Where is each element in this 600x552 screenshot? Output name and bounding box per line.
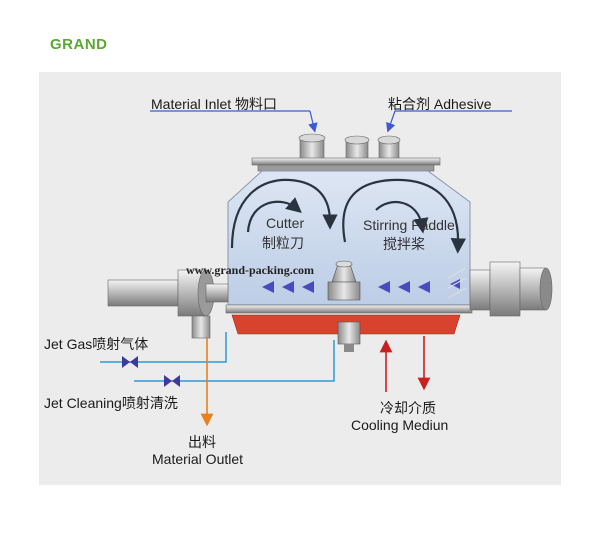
flow-arrows — [230, 178, 467, 254]
vessel-lid — [251, 157, 441, 172]
label-cooling-cn: 冷却介质 — [380, 400, 436, 416]
label-jet-gas: Jet Gas喷射气体 — [44, 336, 149, 352]
paddle-chevrons — [262, 279, 460, 293]
label-material-inlet: Material Inlet 物料口 — [151, 96, 278, 112]
label-cutter-cn: 制粒刀 — [262, 235, 304, 251]
label-cutter-en: Cutter — [266, 215, 305, 231]
top-nozzles — [298, 133, 401, 161]
bottom-flange — [225, 304, 473, 314]
label-jet-cleaning: Jet Cleaning喷射清洗 — [44, 395, 178, 411]
label-adhesive: 粘合剂 Adhesive — [388, 96, 492, 112]
jet-gas-valve — [122, 356, 138, 368]
adhesive-callout — [386, 110, 512, 133]
material-inlet-callout — [150, 110, 318, 133]
label-outlet-cn: 出料 — [188, 434, 216, 450]
right-drive-motor — [447, 261, 553, 317]
label-cooling-en: Cooling Mediun — [351, 417, 449, 433]
bottom-drain — [337, 321, 361, 352]
left-drive-motor — [107, 269, 229, 339]
website-watermark: www.grand-packing.com — [186, 263, 315, 277]
jet-cleaning-valve — [164, 375, 180, 387]
label-paddle-en: Stirring Paddle — [363, 217, 455, 233]
label-outlet-en: Material Outlet — [152, 451, 244, 467]
brand-logo: GRAND — [50, 36, 108, 53]
label-paddle-cn: 搅拌桨 — [383, 236, 425, 252]
jet-piping — [100, 332, 335, 382]
agitator-hub — [327, 260, 361, 301]
